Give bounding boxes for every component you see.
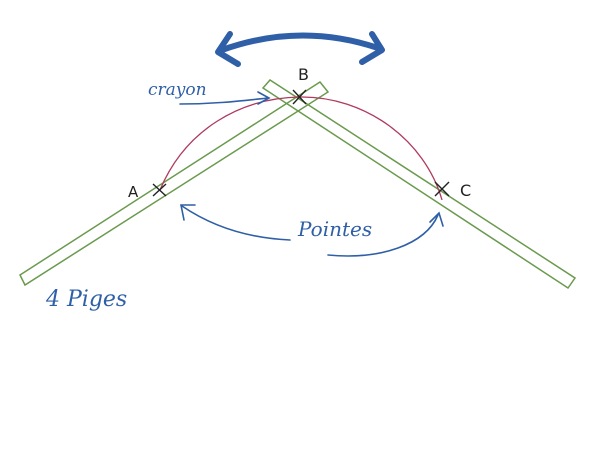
cross-mark-b bbox=[292, 89, 307, 105]
point-label-a: A bbox=[128, 183, 139, 201]
pencil-label: crayon bbox=[148, 80, 207, 100]
cross-mark-c bbox=[434, 181, 450, 197]
right-ruler bbox=[261, 79, 577, 290]
tips-arrow-left-icon bbox=[180, 204, 291, 241]
cross-mark-a bbox=[152, 183, 167, 197]
pencil-arrow-icon bbox=[179, 91, 271, 105]
point-label-c: C bbox=[460, 181, 471, 200]
swing-arrow-icon bbox=[215, 31, 385, 67]
tips-arrow-right-icon bbox=[327, 211, 444, 257]
point-label-b: B bbox=[298, 65, 309, 84]
tips-label: Pointes bbox=[297, 217, 372, 241]
rulers-label: 4 Piges bbox=[45, 287, 127, 312]
left-ruler bbox=[19, 81, 330, 287]
